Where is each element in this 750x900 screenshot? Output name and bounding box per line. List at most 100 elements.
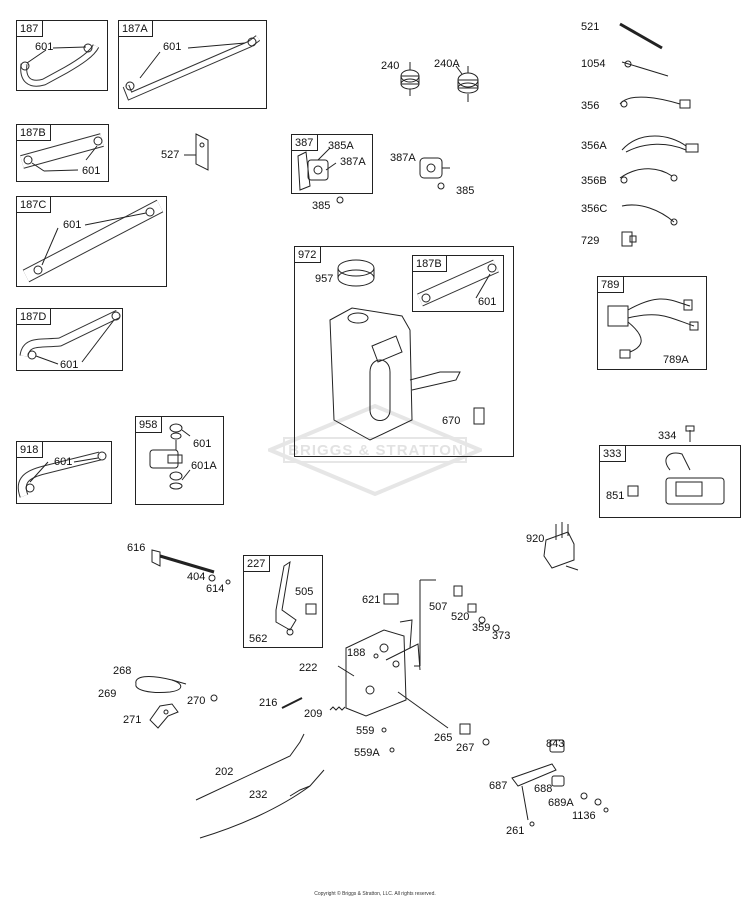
callout-271: 271 — [123, 714, 142, 726]
fuel-filter-240A-illustration — [455, 65, 479, 102]
callout-240: 240 — [381, 60, 400, 72]
callout-356C: 356C — [581, 203, 608, 215]
small-parts-bracket-illustration — [373, 585, 500, 753]
rod-202-illustration — [195, 733, 305, 801]
fuel-tank-972-illustration — [329, 259, 485, 441]
box-label-387: 387 — [291, 134, 319, 151]
callout-687: 687 — [489, 780, 508, 792]
callout-240A: 240A — [434, 58, 460, 70]
hose-918-illustration — [17, 451, 107, 498]
callout-404: 404 — [187, 571, 206, 583]
callout-188: 188 — [347, 647, 366, 659]
copyright-notice: Copyright © Briggs & Stratton, LLC. All … — [314, 891, 436, 897]
callout-387A-b: 387A — [390, 152, 416, 164]
box-187B: 187B — [16, 124, 109, 182]
callout-1136: 1136 — [572, 810, 596, 822]
callout-621: 621 — [362, 594, 381, 606]
callout-521: 521 — [581, 21, 600, 33]
callout-373: 373 — [492, 630, 511, 642]
callout-356B: 356B — [581, 175, 607, 187]
callout-270: 270 — [187, 695, 206, 707]
bracket-271-illustration — [149, 703, 179, 729]
wire-1054-illustration — [621, 60, 669, 77]
callout-843: 843 — [546, 738, 565, 750]
box-972: 972 — [294, 246, 514, 457]
callout-265: 265 — [434, 732, 453, 744]
box-label-333: 333 — [599, 445, 627, 462]
callout-957: 957 — [315, 273, 334, 285]
watermark-text: BRIGGS & STRATTON — [288, 442, 464, 459]
box-label-187D: 187D — [16, 308, 52, 325]
callout-385-b: 385 — [456, 185, 475, 197]
callout-601A-958: 601A — [191, 460, 217, 472]
handle-687-illustration — [511, 739, 609, 827]
callout-601-187D: 601 — [60, 359, 79, 371]
callout-505: 505 — [295, 586, 314, 598]
callout-385A: 385A — [328, 140, 354, 152]
callout-385: 385 — [312, 200, 331, 212]
box-label-187B-inner: 187B — [412, 255, 447, 272]
box-387: 387 — [291, 134, 373, 194]
cable-232-illustration — [199, 769, 325, 839]
callout-202: 202 — [215, 766, 234, 778]
callout-1054: 1054 — [581, 58, 606, 70]
callout-216: 216 — [259, 697, 278, 709]
callout-851: 851 — [606, 490, 625, 502]
box-label-187: 187 — [16, 20, 44, 37]
callout-356: 356 — [581, 100, 600, 112]
box-187D: 187D — [16, 308, 123, 371]
callout-507: 507 — [429, 601, 448, 613]
box-label-227: 227 — [243, 555, 271, 572]
callout-268: 268 — [113, 665, 132, 677]
link-216-illustration — [281, 697, 303, 709]
harness-356A-illustration — [621, 135, 699, 153]
spring-209-illustration — [329, 706, 346, 711]
hose-187B-illustration — [20, 133, 104, 172]
module-920-illustration — [543, 522, 579, 571]
callout-601-918: 601 — [54, 456, 73, 468]
shaft-616-illustration — [151, 549, 231, 585]
callout-356A: 356A — [581, 140, 607, 152]
hose-187C-illustration — [22, 199, 164, 283]
lever-227-illustration — [275, 560, 317, 636]
harness-356B-illustration — [619, 168, 678, 184]
cable-268-illustration — [135, 676, 218, 702]
callout-359: 359 — [472, 622, 491, 634]
box-label-187A: 187A — [118, 20, 153, 37]
box-187B-inner: 187B — [412, 255, 504, 312]
callout-562: 562 — [249, 633, 268, 645]
regulator-387A-illustration — [419, 157, 450, 190]
callout-267: 267 — [456, 742, 475, 754]
callout-601-187B: 601 — [82, 165, 101, 177]
callout-559A: 559A — [354, 747, 380, 759]
callout-222: 222 — [299, 662, 318, 674]
box-label-187B: 187B — [16, 124, 51, 141]
regulator-387-illustration — [297, 147, 344, 204]
callout-559: 559 — [356, 725, 375, 737]
callout-601-187A: 601 — [163, 41, 182, 53]
ignition-coil-333-illustration — [627, 425, 725, 505]
hose-187A-illustration — [122, 35, 261, 101]
box-187A: 187A — [118, 20, 267, 109]
callout-601-187: 601 — [35, 41, 54, 53]
callout-688: 688 — [534, 783, 553, 795]
box-789: 789 — [597, 276, 707, 370]
harness-789-illustration — [607, 298, 699, 359]
connector-729-illustration — [621, 231, 637, 247]
callout-601-958: 601 — [193, 438, 212, 450]
box-label-187C: 187C — [16, 196, 52, 213]
box-918: 918 — [16, 441, 112, 504]
callout-920: 920 — [526, 533, 545, 545]
rod-521-illustration — [619, 22, 663, 50]
hose-187B-inner-illustration — [417, 259, 499, 307]
box-label-958: 958 — [135, 416, 163, 433]
hose-187D-illustration — [19, 309, 121, 365]
callout-387A: 387A — [340, 156, 366, 168]
box-187: 187 — [16, 20, 108, 91]
harness-356-illustration — [619, 96, 691, 109]
box-227: 227 — [243, 555, 323, 648]
callout-527: 527 — [161, 149, 180, 161]
callout-520: 520 — [451, 611, 470, 623]
